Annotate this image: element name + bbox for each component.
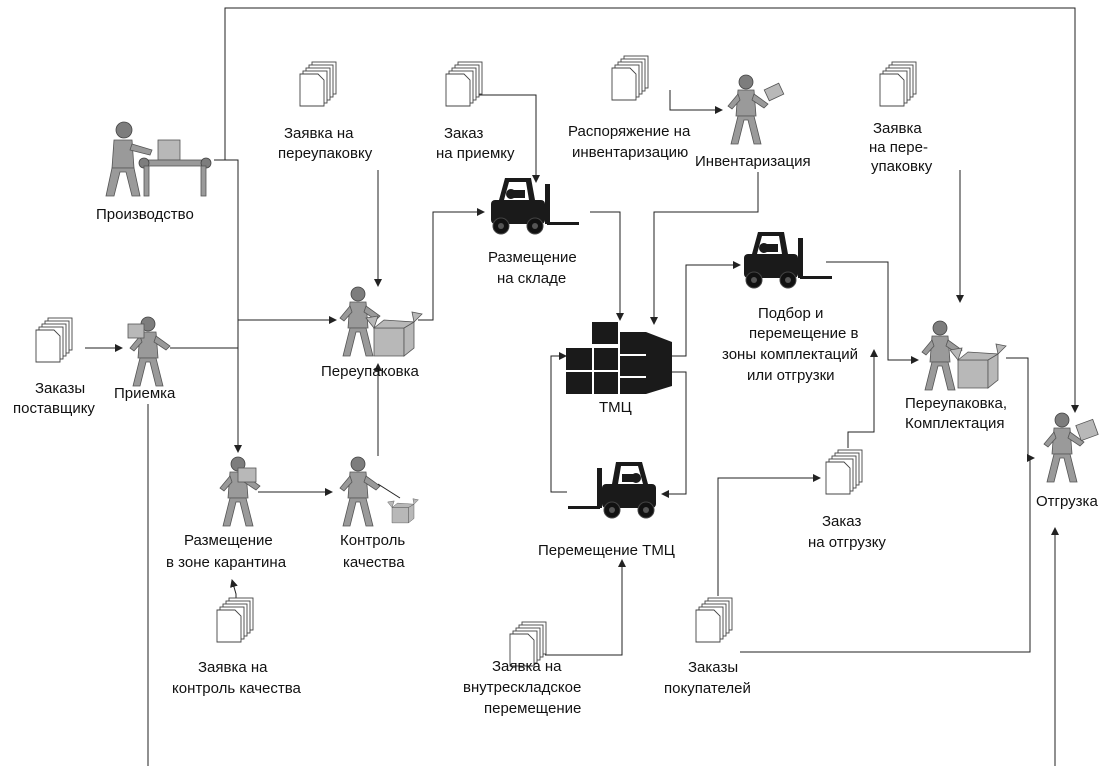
picking-label-1: Подбор и: [758, 305, 823, 322]
picking-label-3: зоны комплектаций: [722, 346, 858, 363]
repack-request2-label-3: упаковку: [871, 158, 933, 175]
worker-with-document-icon: [727, 74, 785, 145]
intra-request-label-1: Заявка на: [492, 658, 562, 675]
picking-label-4: или отгрузки: [747, 367, 835, 384]
connections: [85, 7, 1079, 766]
quarantine-node: Размещение в зоне карантина: [166, 456, 287, 571]
repacking-node: Переупаковка: [321, 286, 423, 380]
qc-request-label-2: контроль качества: [172, 680, 302, 697]
qc-label-2: качества: [343, 554, 405, 571]
receipt-order-node: Заказ на приемку: [436, 61, 515, 162]
document-stack-icon: [35, 317, 73, 363]
inventory-order-label-1: Распоряжение на: [568, 123, 691, 140]
repack-complect-node: Переупаковка, Комплектация: [905, 320, 1007, 432]
tmc-move-label: Перемещение ТМЦ: [538, 542, 675, 559]
receipt-order-label-2: на приемку: [436, 145, 515, 162]
tmc-to-move-arrow: [661, 371, 687, 498]
production-node: Производство: [96, 121, 212, 223]
document-stack-icon: [299, 61, 337, 107]
tmc-move-loop-arrow: [550, 352, 567, 493]
open-box-icon: [387, 498, 419, 524]
intra-request-label-3: перемещение: [484, 700, 581, 717]
shipment-node: Отгрузка: [1036, 412, 1099, 510]
production-label: Производство: [96, 206, 194, 223]
supplier-orders-node: Заказы поставщику: [13, 317, 95, 417]
tmc-to-picking-arrow: [672, 261, 741, 357]
worker-carrying-box-icon: [1043, 412, 1099, 483]
complect-to-shipment-line: [1006, 357, 1035, 462]
ship-order-node: Заказ на отгрузку: [808, 449, 886, 551]
customer-orders-label-1: Заказы: [688, 659, 738, 676]
intra-request-node: Заявка на внутрескладское перемещение: [463, 621, 581, 717]
open-box-icon: [365, 311, 423, 357]
inventory-order-node: Распоряжение на инвентаризацию: [568, 55, 691, 161]
repacking-to-forklift-arrow: [418, 208, 485, 321]
worker-carrying-box-icon: [219, 456, 261, 527]
ship-order-to-picking-arrow: [847, 349, 878, 448]
repack-request2-node: Заявка на пере- упаковку: [869, 61, 933, 175]
intra-request-arrow: [545, 559, 626, 656]
repack-request-node: Заявка на переупаковку: [278, 61, 373, 162]
document-stack-icon: [611, 55, 649, 101]
document-stack-icon: [879, 61, 917, 107]
tmc-move-node: Перемещение ТМЦ: [538, 461, 675, 559]
picking-label-2: перемещение в: [749, 325, 858, 342]
quarantine-label-1: Размещение: [184, 532, 273, 549]
inventory-order-arrow: [669, 90, 723, 114]
repack-complect-label-1: Переупаковка,: [905, 395, 1007, 412]
warehouse-placement-label-1: Размещение: [488, 249, 577, 266]
warehouse-placement-node: Размещение на складе: [488, 177, 580, 287]
supplier-orders-label-2: поставщику: [13, 400, 95, 417]
worker-carrying-box-icon: [127, 316, 171, 387]
worker-conveyor-icon: [105, 121, 212, 197]
picking-to-complect-arrow: [826, 261, 919, 364]
receiving-node: Приемка: [114, 316, 176, 402]
picking-node: Подбор и перемещение в зоны комплектаций…: [722, 231, 858, 384]
quality-control-node: Контроль качества: [339, 456, 419, 571]
inventory-to-tmc-arrow: [650, 172, 759, 325]
document-stack-icon: [216, 597, 254, 643]
qc-request-node: Заявка на контроль качества: [172, 597, 302, 697]
inventory-label: Инвентаризация: [695, 153, 811, 170]
repack-request2-label-2: на пере-: [869, 139, 928, 156]
open-box-icon: [949, 343, 1007, 389]
quarantine-label-2: в зоне карантина: [166, 554, 287, 571]
receipt-order-label-1: Заказ: [444, 125, 483, 142]
production-trunk-line: [214, 159, 242, 453]
repack-request-label-2: переупаковку: [278, 145, 373, 162]
repacking-label: Переупаковка: [321, 363, 420, 380]
receipt-order-to-forklift-arrow: [478, 94, 540, 183]
customer-to-shipment-arrow: [740, 458, 1031, 653]
tmc-label: ТМЦ: [599, 399, 632, 416]
customer-to-ship-order-arrow: [717, 474, 821, 596]
inventory-node: Инвентаризация: [695, 74, 811, 170]
supplier-orders-label-1: Заказы: [35, 380, 85, 397]
shipment-label: Отгрузка: [1036, 493, 1098, 510]
warehouse-placement-label-2: на складе: [497, 270, 566, 287]
document-stack-icon: [445, 61, 483, 107]
qc-request-label-1: Заявка на: [198, 659, 268, 676]
tmc-node: ТМЦ: [566, 322, 672, 416]
forklift-icon: [567, 461, 657, 519]
repack-request2-label-1: Заявка: [873, 120, 922, 137]
ship-order-label-2: на отгрузку: [808, 534, 886, 551]
document-stack-icon: [695, 597, 733, 643]
receiving-label: Приемка: [114, 385, 176, 402]
intra-request-label-2: внутрескладское: [463, 679, 581, 696]
repack-request-label-1: Заявка на: [284, 125, 354, 142]
customer-orders-label-2: покупателей: [664, 680, 751, 697]
inventory-order-label-2: инвентаризацию: [572, 144, 688, 161]
forklift-to-tmc-arrow: [590, 211, 624, 321]
ship-order-label-1: Заказ: [822, 513, 861, 530]
qc-label-1: Контроль: [340, 532, 405, 549]
customer-orders-node: Заказы покупателей: [664, 597, 751, 697]
forklift-icon: [743, 231, 833, 289]
document-stack-icon: [825, 449, 863, 495]
worker-inspecting-icon: [339, 456, 401, 527]
forklift-icon: [490, 177, 580, 235]
stacked-boxes-icon: [566, 322, 672, 394]
repack-complect-label-2: Комплектация: [905, 415, 1004, 432]
